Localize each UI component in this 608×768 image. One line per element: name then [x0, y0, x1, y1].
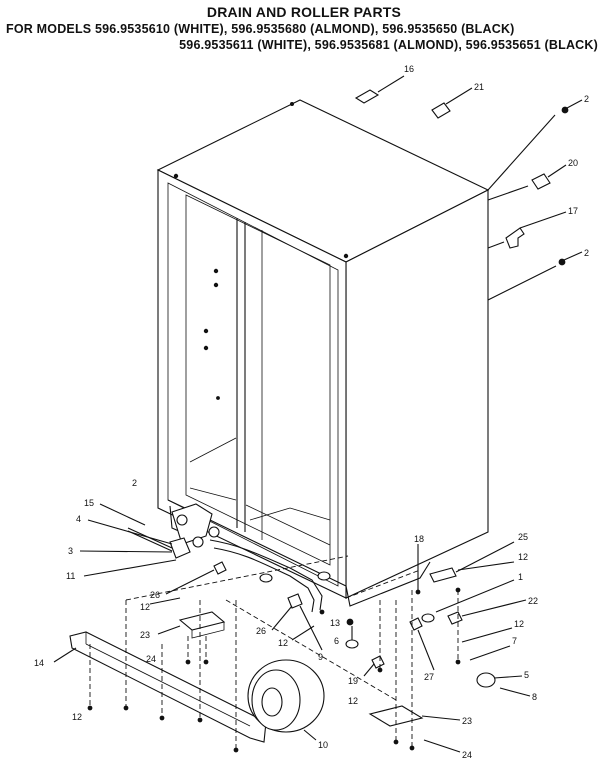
callout-12: 12 — [518, 552, 528, 562]
callout-16: 16 — [404, 64, 414, 74]
callout-17: 17 — [568, 206, 578, 216]
diagram-title: DRAIN AND ROLLER PARTS — [206, 4, 402, 20]
callout-21: 21 — [474, 82, 484, 92]
part-2-screw-top — [561, 106, 569, 114]
callout-13: 13 — [330, 618, 340, 628]
part-20-bushing — [531, 173, 551, 190]
fasteners — [87, 587, 461, 753]
callout-27: 27 — [424, 672, 434, 682]
model-list-line-1: FOR MODELS 596.9535610 (WHITE), 596.9535… — [6, 22, 515, 36]
callout-18: 18 — [414, 534, 424, 544]
part-25-bracket — [429, 567, 457, 583]
callout-1: 1 — [518, 572, 523, 582]
part-26-clip-right — [287, 593, 303, 609]
callout-26: 26 — [150, 590, 160, 600]
callout-9: 9 — [318, 652, 323, 662]
callout-25: 25 — [518, 532, 528, 542]
callout-19: 19 — [348, 676, 358, 686]
callout-15: 15 — [84, 498, 94, 508]
part-1-spacer — [421, 613, 435, 623]
drain-tube — [209, 539, 323, 611]
part-6-leveling-foot — [345, 639, 359, 649]
callout-6: 6 — [334, 636, 339, 646]
left-drain-hardware — [79, 503, 359, 651]
diagram-title-block: DRAIN AND ROLLER PARTS FOR MODELS 596.95… — [0, 0, 608, 56]
callout-26: 26 — [256, 626, 266, 636]
callout-4: 4 — [76, 514, 81, 524]
callout-2: 2 — [132, 478, 137, 488]
callout-11: 11 — [66, 571, 75, 581]
callout-12: 12 — [278, 638, 288, 648]
callout-12: 12 — [72, 712, 82, 722]
callout-12: 12 — [140, 602, 150, 612]
callout-24: 24 — [146, 654, 156, 664]
callout-5: 5 — [524, 670, 529, 680]
callout-20: 20 — [568, 158, 578, 168]
part-5-roller — [476, 672, 496, 688]
callout-23: 23 — [140, 630, 150, 640]
callout-7: 7 — [512, 636, 517, 646]
callout-12: 12 — [514, 619, 524, 629]
callout-14: 14 — [34, 658, 44, 668]
callout-8: 8 — [532, 692, 537, 702]
part-3-drain-fitting — [169, 537, 191, 559]
part-22-bushing — [447, 611, 463, 625]
part-2-screw-middle — [558, 258, 566, 266]
callout-24: 24 — [462, 750, 472, 760]
part-19-clip — [371, 655, 385, 669]
refrigerator-cabinet — [156, 99, 490, 607]
part-8-screw — [499, 687, 531, 697]
callout-2: 2 — [584, 248, 589, 258]
part-17-hinge-bracket — [505, 227, 525, 249]
part-23-roller-bracket-left — [178, 611, 226, 631]
part-26-clip-left — [213, 561, 227, 575]
callout-10: 10 — [318, 740, 328, 750]
part-21-bushing — [431, 102, 451, 119]
callout-12: 12 — [348, 696, 358, 706]
part-10-roller — [247, 659, 325, 741]
part-16-hinge-pin — [354, 89, 380, 104]
callout-2: 2 — [584, 94, 589, 104]
callout-23: 23 — [462, 716, 472, 726]
assembly-guide-lines — [89, 555, 459, 750]
drain-trough — [171, 503, 213, 545]
model-list-line-2: 596.9535611 (WHITE), 596.9535681 (ALMOND… — [179, 38, 598, 52]
part-7-axle — [469, 645, 511, 661]
part-27-clip — [409, 617, 423, 631]
part-14-toe-grille — [53, 631, 267, 743]
callout-3: 3 — [68, 546, 73, 556]
callout-labels: 16 21 2 20 17 2 2 15 4 3 11 26 12 23 24 … — [34, 64, 589, 760]
leveling-foot-front — [259, 573, 273, 583]
callout-22: 22 — [528, 596, 538, 606]
part-13-screw — [346, 618, 354, 626]
hinge-hardware-group — [354, 75, 583, 301]
